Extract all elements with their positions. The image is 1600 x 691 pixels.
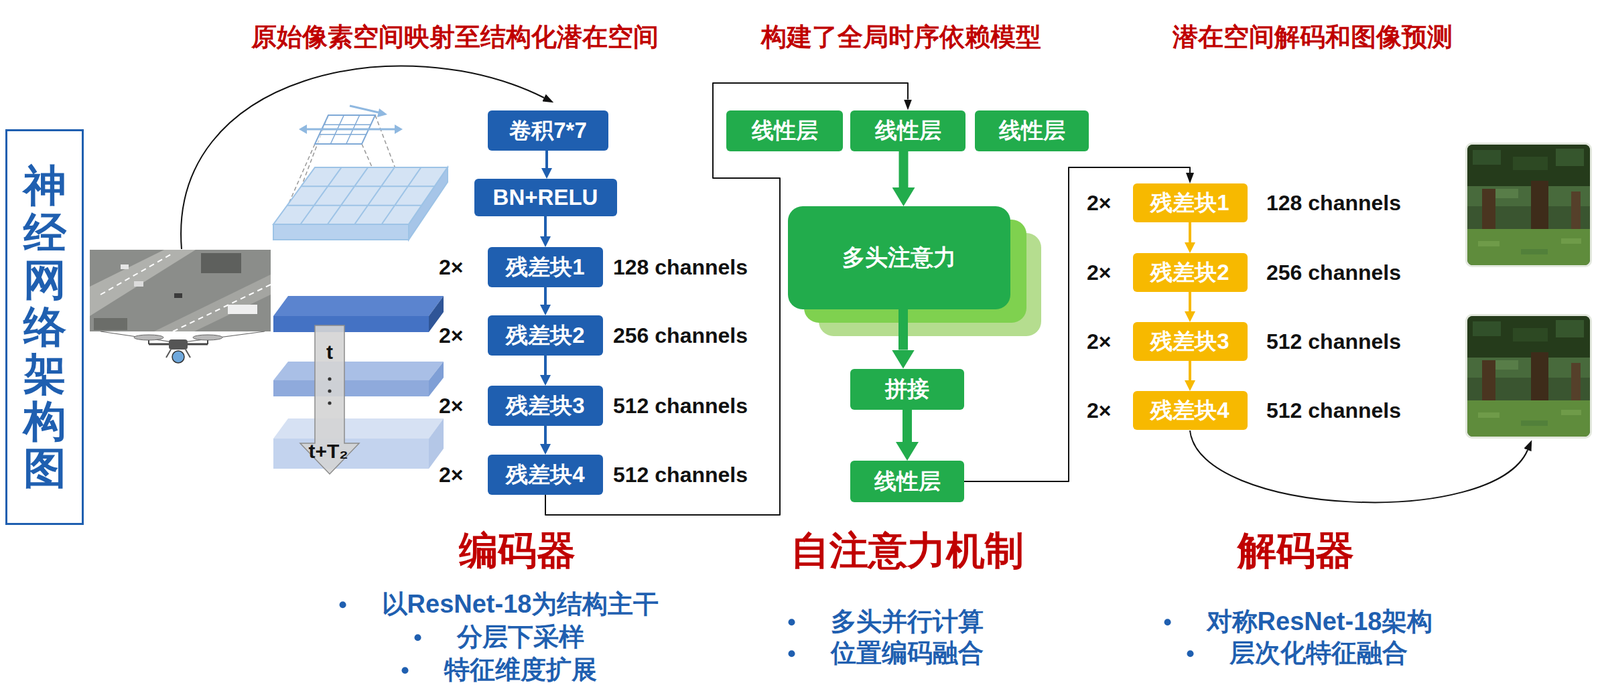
bullet-point: 多头并行计算	[788, 607, 984, 638]
bullet-point: 分层下采样	[414, 622, 585, 654]
repeat-count: 2×	[1086, 328, 1111, 355]
node-label: 线性层	[998, 117, 1066, 144]
channel-count: 512 channels	[613, 393, 748, 419]
bullet-text: 以ResNet-18为结构主干	[381, 589, 660, 621]
bullet-dot	[414, 634, 422, 642]
conv-layer-box: 卷积7*7	[487, 110, 609, 151]
residual-block-box: 残差块1	[487, 247, 604, 288]
part-title: 编码器	[458, 527, 576, 575]
time-label: t	[326, 340, 333, 365]
bullet-point: 层次化特征融合	[1187, 638, 1408, 670]
flow-arrow	[899, 151, 909, 189]
linear-layer-box: 线性层	[850, 460, 965, 503]
residual-block-box: 残差块3	[487, 385, 604, 427]
node-label: 线性层	[751, 117, 819, 144]
node-label: BN+RELU	[493, 184, 599, 211]
part-title: 自注意力机制	[790, 527, 1024, 575]
node-label: 线性层	[875, 117, 942, 144]
concat-box: 拼接	[850, 369, 965, 411]
diagram-title: 神经网络架构图	[23, 162, 67, 493]
input-flow-curve	[180, 66, 545, 250]
channel-count: 512 channels	[1266, 328, 1402, 355]
section-caption: 原始像素空间映射至结构化潜在空间	[251, 22, 659, 53]
channel-count: 256 channels	[613, 322, 748, 349]
node-label: 线性层	[874, 469, 941, 495]
predicted-frame	[1465, 314, 1592, 439]
bullet-text: 位置编码融合	[830, 638, 984, 670]
residual-block-box: 残差块1	[1132, 183, 1248, 223]
channel-count: 256 channels	[1266, 259, 1402, 286]
bullet-point: 特征维度扩展	[402, 655, 597, 687]
node-label: 残差块4	[1150, 397, 1229, 424]
node-label: 残差块3	[1150, 328, 1229, 355]
repeat-count: 2×	[438, 254, 463, 281]
linear-layer-box: 线性层	[974, 110, 1089, 152]
bullet-dot	[1164, 619, 1172, 626]
residual-block-box: 残差块4	[487, 454, 604, 496]
bullet-text: 多头并行计算	[830, 607, 984, 638]
node-label: 多头注意力	[842, 244, 957, 271]
residual-block-box: 残差块2	[1132, 253, 1248, 293]
title-frame: 神经网络架构图	[5, 129, 84, 526]
node-label: 残差块3	[505, 393, 585, 419]
predicted-frame	[1465, 142, 1592, 268]
node-label: 残差块1	[505, 254, 585, 281]
output-flow-curve	[1189, 430, 1528, 503]
bullet-text: 层次化特征融合	[1229, 638, 1408, 670]
linear-layer-box: 线性层	[726, 110, 843, 152]
flow-arrow	[544, 426, 547, 445]
norm-activation-box: BN+RELU	[474, 178, 618, 217]
repeat-count: 2×	[438, 462, 463, 488]
repeat-count: 2×	[438, 322, 463, 349]
bullet-text: 特征维度扩展	[444, 655, 597, 687]
node-label: 残差块4	[505, 462, 585, 488]
repeat-count: 2×	[1086, 190, 1111, 216]
channel-count: 512 channels	[613, 462, 748, 488]
channel-count: 128 channels	[1266, 190, 1402, 216]
channel-count: 128 channels	[613, 254, 748, 281]
bullet-point: 位置编码融合	[788, 638, 984, 670]
node-label: 残差块2	[505, 322, 585, 349]
residual-block-box: 残差块3	[1132, 322, 1248, 362]
node-label: 残差块1	[1150, 190, 1229, 216]
bullet-point: 以ResNet-18为结构主干	[339, 589, 660, 621]
repeat-count: 2×	[1086, 259, 1111, 286]
section-caption: 潜在空间解码和图像预测	[1172, 22, 1453, 53]
temporal-stack-illustration	[273, 296, 444, 475]
drone-icon	[100, 331, 265, 364]
part-title: 解码器	[1237, 527, 1355, 575]
flow-arrow	[545, 150, 549, 169]
bullet-dot	[788, 619, 796, 626]
channel-count: 512 channels	[1266, 397, 1402, 424]
flow-arrow	[1188, 361, 1192, 381]
bullet-dot	[339, 601, 347, 609]
aerial-photo	[89, 249, 271, 332]
section-caption: 构建了全局时序依赖模型	[761, 22, 1042, 53]
flow-arrow	[902, 410, 912, 443]
attention-box: 多头注意力	[787, 206, 1011, 310]
time-label: t+T₂	[308, 439, 348, 464]
flow-arrow	[898, 309, 908, 351]
residual-block-box: 残差块4	[1132, 391, 1248, 431]
flow-arrow	[544, 216, 547, 237]
residual-block-box: 残差块2	[487, 315, 604, 356]
bullet-dot	[788, 650, 796, 658]
bullet-text: 对称ResNet-18架构	[1206, 607, 1434, 638]
bullet-text: 分层下采样	[456, 622, 585, 654]
repeat-count: 2×	[1086, 397, 1111, 424]
bullet-dot	[402, 667, 409, 675]
node-label: 拼接	[885, 376, 930, 403]
conv-grid-illustration	[273, 105, 448, 240]
node-label: 卷积7*7	[509, 117, 587, 144]
flow-arrow	[544, 287, 547, 305]
linear-layer-box: 线性层	[850, 110, 966, 152]
repeat-count: 2×	[438, 393, 463, 419]
node-label: 残差块2	[1150, 259, 1229, 286]
flow-arrow	[1188, 222, 1192, 243]
flow-arrow	[1188, 292, 1192, 312]
bullet-point: 对称ResNet-18架构	[1164, 607, 1434, 638]
bullet-dot	[1187, 650, 1194, 658]
flow-arrow	[544, 355, 547, 376]
